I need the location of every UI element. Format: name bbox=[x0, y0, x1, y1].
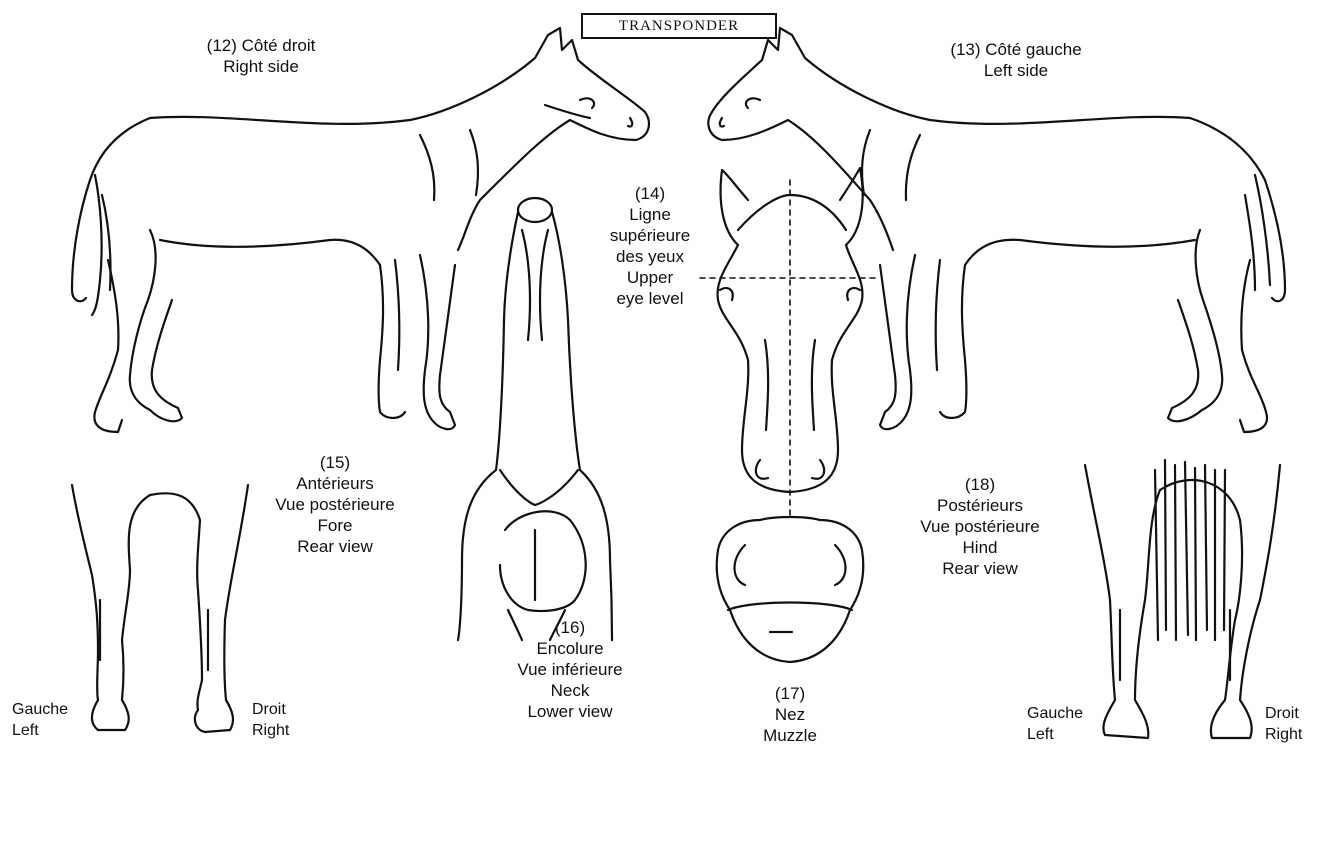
hind-left-en-label: Left bbox=[1027, 724, 1083, 745]
forelegs-rear-view-figure bbox=[72, 485, 248, 732]
fore-number-label: (15) bbox=[250, 452, 420, 473]
transponder-title: TRANSPONDER bbox=[581, 13, 777, 39]
fore-right-en-label: Right bbox=[252, 720, 289, 741]
left-side-number-label: (13) Côté gauche bbox=[928, 39, 1104, 60]
neck-number-label: (16) bbox=[480, 617, 660, 638]
fore-en2-label: Rear view bbox=[250, 536, 420, 557]
hindlegs-rear-view-figure bbox=[1085, 460, 1280, 738]
muzzle-en-label: Muzzle bbox=[745, 725, 835, 746]
right-side-number-label: (12) Côté droit bbox=[186, 35, 336, 56]
horse-right-side-figure bbox=[72, 28, 649, 432]
fore-left-fr-label: Gauche bbox=[12, 699, 68, 720]
eye-level-en2-label: eye level bbox=[585, 288, 715, 309]
label-right-side: (12) Côté droit Right side bbox=[186, 35, 336, 77]
label-neck: (16) Encolure Vue inférieure Neck Lower … bbox=[480, 617, 660, 722]
hind-right-label: Droit Right bbox=[1265, 703, 1302, 745]
neck-en1-label: Neck bbox=[480, 680, 660, 701]
label-fore: (15) Antérieurs Vue postérieure Fore Rea… bbox=[250, 452, 420, 557]
fore-right-label: Droit Right bbox=[252, 699, 289, 741]
fore-left-en-label: Left bbox=[12, 720, 68, 741]
eye-level-fr1-label: Ligne bbox=[585, 204, 715, 225]
left-side-english-label: Left side bbox=[928, 60, 1104, 81]
right-side-english-label: Right side bbox=[186, 56, 336, 77]
hind-left-fr-label: Gauche bbox=[1027, 703, 1083, 724]
label-left-side: (13) Côté gauche Left side bbox=[928, 39, 1104, 81]
hind-left-label: Gauche Left bbox=[1027, 703, 1083, 745]
hind-right-en-label: Right bbox=[1265, 724, 1302, 745]
hind-number-label: (18) bbox=[895, 474, 1065, 495]
fore-right-fr-label: Droit bbox=[252, 699, 289, 720]
label-eye-level: (14) Ligne supérieure des yeux Upper eye… bbox=[585, 183, 715, 309]
hind-en2-label: Rear view bbox=[895, 558, 1065, 579]
eye-level-fr3-label: des yeux bbox=[585, 246, 715, 267]
fore-left-label: Gauche Left bbox=[12, 699, 68, 741]
fore-fr2-label: Vue postérieure bbox=[250, 494, 420, 515]
fore-fr1-label: Antérieurs bbox=[250, 473, 420, 494]
hind-fr2-label: Vue postérieure bbox=[895, 516, 1065, 537]
label-muzzle: (17) Nez Muzzle bbox=[745, 683, 835, 746]
fore-en1-label: Fore bbox=[250, 515, 420, 536]
head-front-view-figure bbox=[700, 168, 878, 520]
muzzle-figure bbox=[717, 517, 864, 662]
muzzle-fr-label: Nez bbox=[745, 704, 835, 725]
horse-left-side-figure bbox=[708, 28, 1285, 432]
muzzle-number-label: (17) bbox=[745, 683, 835, 704]
hind-fr1-label: Postérieurs bbox=[895, 495, 1065, 516]
neck-fr2-label: Vue inférieure bbox=[480, 659, 660, 680]
hind-right-fr-label: Droit bbox=[1265, 703, 1302, 724]
neck-fr1-label: Encolure bbox=[480, 638, 660, 659]
eye-level-en1-label: Upper bbox=[585, 267, 715, 288]
hind-en1-label: Hind bbox=[895, 537, 1065, 558]
eye-level-fr2-label: supérieure bbox=[585, 225, 715, 246]
label-hind: (18) Postérieurs Vue postérieure Hind Re… bbox=[895, 474, 1065, 579]
neck-en2-label: Lower view bbox=[480, 701, 660, 722]
eye-level-number-label: (14) bbox=[585, 183, 715, 204]
